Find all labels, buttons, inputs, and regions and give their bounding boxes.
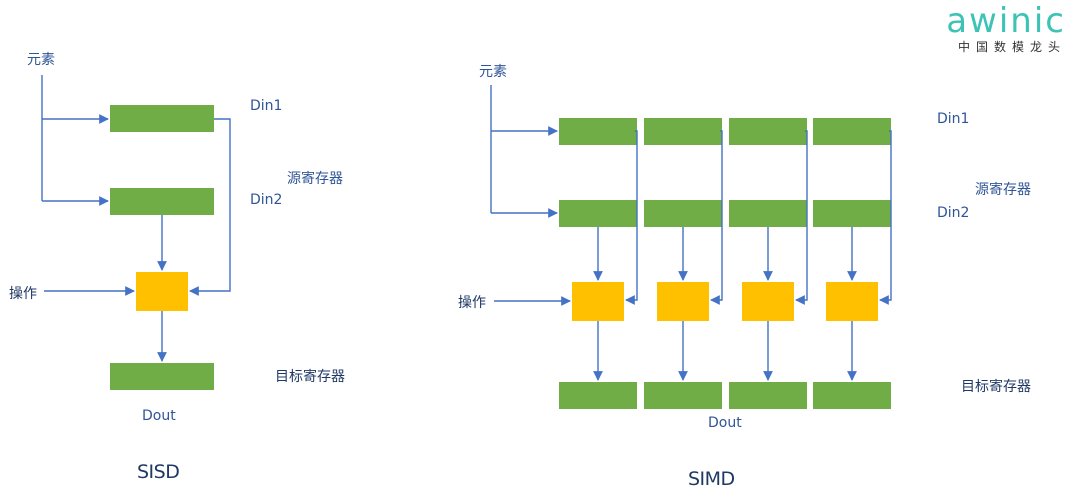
sisd-dout-register (110, 363, 214, 390)
sisd-alu-block (136, 272, 188, 311)
sisd-element-label: 元素 (27, 52, 55, 68)
simd-operation-label: 操作 (458, 295, 486, 311)
simd-dout-register-3 (729, 382, 807, 409)
simd-dout-label: Dout (708, 415, 742, 431)
simd-element-label: 元素 (479, 64, 507, 80)
simd-dout-register-2 (644, 382, 722, 409)
simd-din2-register-1 (559, 200, 637, 227)
simd-alu-block-1 (572, 282, 624, 321)
sisd-din1-register (110, 105, 214, 132)
sisd-caption: SISD (137, 461, 180, 483)
simd-din1-to-alu-arrow-4 (879, 130, 892, 305)
sisd-source-register-label: 源寄存器 (287, 171, 343, 187)
simd-din1-register-1 (559, 118, 637, 145)
simd-din1-register-4 (813, 118, 891, 145)
simd-source-register-label: 源寄存器 (975, 182, 1031, 198)
simd-alu-block-3 (742, 282, 794, 321)
simd-caption: SIMD (688, 468, 735, 490)
simd-din2-register-3 (729, 200, 807, 227)
simd-din1-to-alu-arrow-1 (625, 130, 638, 305)
simd-target-register-label: 目标寄存器 (961, 379, 1031, 395)
simd-din2-register-2 (644, 200, 722, 227)
simd-alu-block-2 (657, 282, 709, 321)
simd-diagram (490, 85, 892, 409)
sisd-target-register-label: 目标寄存器 (275, 369, 345, 385)
sisd-diagram (41, 75, 231, 390)
simd-din2-register-4 (813, 200, 891, 227)
sisd-din1-to-alu-arrow (189, 118, 231, 296)
sisd-din2-register (110, 188, 214, 215)
sisd-dout-label: Dout (142, 408, 176, 424)
simd-dout-register-1 (559, 382, 637, 409)
simd-din1-register-3 (729, 118, 807, 145)
simd-alu-block-4 (826, 282, 878, 321)
simd-din2-label: Din2 (937, 205, 970, 221)
logo-wordmark: awinic (946, 1, 1066, 41)
simd-din1-register-2 (644, 118, 722, 145)
sisd-operation-label: 操作 (9, 286, 37, 302)
awinic-logo: awinic 中国数模龙头 (946, 4, 1066, 53)
simd-din1-to-alu-arrow-3 (795, 130, 808, 305)
logo-tagline: 中国数模龙头 (957, 40, 1066, 54)
simd-dout-register-4 (813, 382, 891, 409)
sisd-din2-label: Din2 (250, 192, 283, 208)
sisd-din1-label: Din1 (250, 98, 283, 114)
simd-din1-label: Din1 (937, 111, 970, 127)
simd-din1-to-alu-arrow-2 (710, 130, 723, 305)
